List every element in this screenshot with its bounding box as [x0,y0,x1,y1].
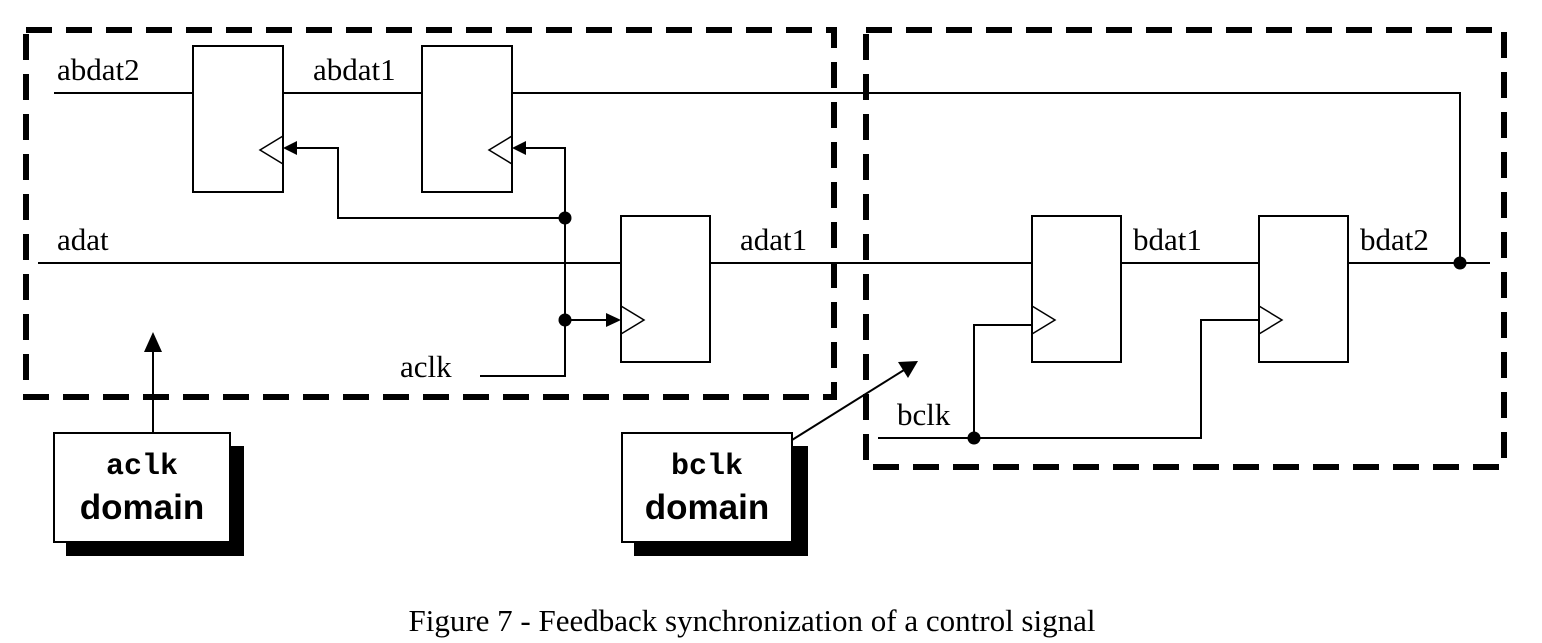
bclk-domain-clock: bclk [671,450,743,484]
label-abdat1: abdat1 [313,52,396,87]
bclk-trunk-wire [878,319,1259,439]
bclk-domain-callout: bclk domain [621,432,808,556]
label-abdat2: abdat2 [57,52,140,87]
label-adat: adat [57,222,109,257]
clock-triangle-icon [620,305,646,335]
clock-triangle-icon [1258,305,1284,335]
arrowhead-icon [283,141,297,155]
bclk-domain-pointer [791,369,905,441]
arrowhead-icon [144,332,162,352]
figure-caption: Figure 7 - Feedback synchronization of a… [409,603,1096,638]
label-bdat2: bdat2 [1360,222,1429,257]
flip-flop-abdat2 [421,45,513,193]
flip-flop-adat1 [620,215,711,363]
junction-dot [967,431,981,445]
feedback-wire [512,92,1461,263]
aclk-domain-word: domain [80,488,204,527]
flip-flop-bdat2 [1258,215,1349,363]
arrowhead-icon [512,141,526,155]
aclk-branch-ff1-wire [292,147,565,219]
clock-triangle-icon [1031,305,1057,335]
aclk-trunk-wire [480,147,566,377]
aclk-domain-callout: aclk domain [53,432,244,556]
arrowhead-icon [898,361,918,378]
label-bclk: bclk [897,397,951,432]
bclk-domain-boundary [863,27,1507,470]
bclk-branch-wire [973,324,1032,438]
label-aclk: aclk [400,349,452,384]
junction-dot [558,313,572,327]
clock-triangle-icon [487,135,513,165]
label-bdat1: bdat1 [1133,222,1202,257]
clock-triangle-icon [258,135,284,165]
flip-flop-bdat1 [1031,215,1122,363]
bclk-domain-word: domain [645,488,769,527]
junction-dot [558,211,572,225]
aclk-domain-boundary [23,27,837,400]
aclk-domain-clock: aclk [106,450,178,484]
flip-flop-abdat1 [192,45,284,193]
arrowhead-icon [606,313,621,327]
junction-dot [1453,256,1467,270]
label-adat1: adat1 [740,222,807,257]
